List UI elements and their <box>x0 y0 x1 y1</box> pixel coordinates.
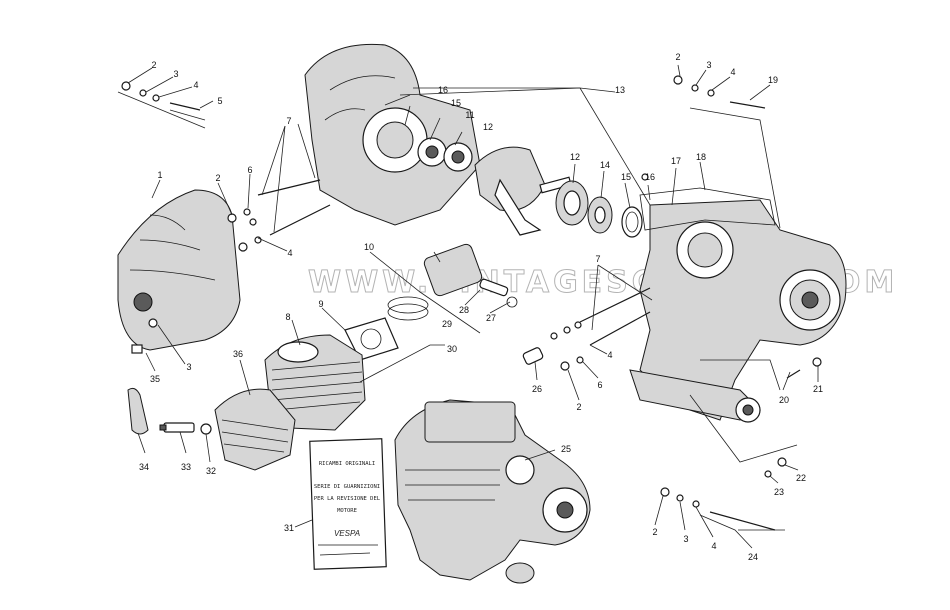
callout-2-top-left: 2 <box>151 60 156 70</box>
part-screw-35 <box>131 344 143 354</box>
callout-2-mid-right: 2 <box>576 402 581 412</box>
part-stud-5 <box>169 102 201 111</box>
callout-10: 10 <box>364 242 374 252</box>
callout-30: 30 <box>447 344 457 354</box>
callout-13: 13 <box>615 85 625 95</box>
part-base-gasket <box>344 317 399 361</box>
part-long-studs-7-left <box>257 179 331 236</box>
callout-12-right: 12 <box>570 152 580 162</box>
part-stud-19 <box>729 101 766 109</box>
part-flywheel-cowl <box>117 189 241 351</box>
callout-28: 28 <box>459 305 469 315</box>
callout-34: 34 <box>139 462 149 472</box>
callout-35: 35 <box>150 374 160 384</box>
part-piston <box>423 243 483 297</box>
callout-4-mid-left: 4 <box>287 248 292 258</box>
callout-19: 19 <box>768 75 778 85</box>
callout-32: 32 <box>206 466 216 476</box>
part-piston-rings <box>387 296 429 321</box>
part-bearing-12 <box>555 180 589 226</box>
callout-2-mid-left: 2 <box>215 173 220 183</box>
part-plug-cap <box>127 387 149 435</box>
callout-6-left: 6 <box>247 165 252 175</box>
callout-17: 17 <box>671 156 681 166</box>
callout-24: 24 <box>748 552 758 562</box>
package-line2-text: PER LA REVISIONE DEL <box>314 496 381 502</box>
callout-6-right: 6 <box>597 380 602 390</box>
callout-4-top-left: 4 <box>193 80 198 90</box>
callout-labels: 1 2 3 4 5 7 2 6 4 16 15 11 12 13 12 14 1… <box>139 52 823 562</box>
part-sleeve-26 <box>522 347 544 365</box>
callout-3-mid-left: 3 <box>186 362 191 372</box>
callout-27: 27 <box>486 313 496 323</box>
callout-3-bottom-right: 3 <box>683 534 688 544</box>
callout-36: 36 <box>233 349 243 359</box>
callout-2-top-right: 2 <box>675 52 680 62</box>
part-seal-14 <box>587 196 613 234</box>
callout-3-top-right: 3 <box>706 60 711 70</box>
part-complete-engine <box>394 399 591 584</box>
callout-12-left: 12 <box>483 122 493 132</box>
callout-7-right: 7 <box>595 254 600 264</box>
callout-20: 20 <box>779 395 789 405</box>
callout-9: 9 <box>318 299 323 309</box>
callout-33: 33 <box>181 462 191 472</box>
part-washer-32 <box>200 423 212 435</box>
callout-16-left: 16 <box>438 85 448 95</box>
package-brand-text: VESPA <box>334 529 360 538</box>
callout-21: 21 <box>813 384 823 394</box>
callout-4-mid-right: 4 <box>607 350 612 360</box>
part-spark-plug <box>159 422 195 433</box>
part-piston-pin <box>479 278 509 297</box>
part-crankcase-right-half <box>629 199 847 423</box>
part-cylinder-head <box>214 388 296 471</box>
callout-23: 23 <box>774 487 784 497</box>
callout-11: 11 <box>465 110 474 120</box>
callout-4-bottom-right: 4 <box>711 541 716 551</box>
part-cylinder <box>264 334 366 431</box>
callout-4-top-right: 4 <box>730 67 735 77</box>
callout-7-left: 7 <box>286 116 291 126</box>
callout-29: 29 <box>442 319 452 329</box>
part-bolt-24 <box>709 511 776 531</box>
part-gasket-18 <box>639 187 776 231</box>
leader-lines <box>117 64 819 549</box>
part-circlip <box>506 296 518 308</box>
part-crankcase-left-half <box>304 43 481 226</box>
callout-18: 18 <box>696 152 706 162</box>
callout-3-top-left: 3 <box>173 69 178 79</box>
package-line1-text: SERIE DI GUARNIZIONI <box>314 484 380 490</box>
callout-31: 31 <box>284 523 294 533</box>
part-long-studs-7-right <box>579 287 651 346</box>
package-line3-text: MOTORE <box>337 508 357 514</box>
part-ring-15 <box>621 206 643 238</box>
callout-25: 25 <box>561 444 571 454</box>
callout-15-right: 15 <box>621 172 631 182</box>
part-nuts-and-washers <box>121 75 822 508</box>
callout-26: 26 <box>532 384 542 394</box>
part-gasket-package: RICAMBI ORIGINALI SERIE DI GUARNIZIONI P… <box>309 438 387 570</box>
package-header-text: RICAMBI ORIGINALI <box>319 461 375 467</box>
callout-1: 1 <box>157 170 162 180</box>
callout-22: 22 <box>796 473 806 483</box>
callout-8: 8 <box>285 312 290 322</box>
callout-16-right: 16 <box>645 172 655 182</box>
callout-14: 14 <box>600 160 610 170</box>
part-bolt-20 <box>786 369 801 379</box>
callout-5: 5 <box>217 96 222 106</box>
callout-2-bottom-right: 2 <box>652 527 657 537</box>
part-crankshaft <box>474 146 572 236</box>
callout-15-left: 15 <box>451 98 461 108</box>
